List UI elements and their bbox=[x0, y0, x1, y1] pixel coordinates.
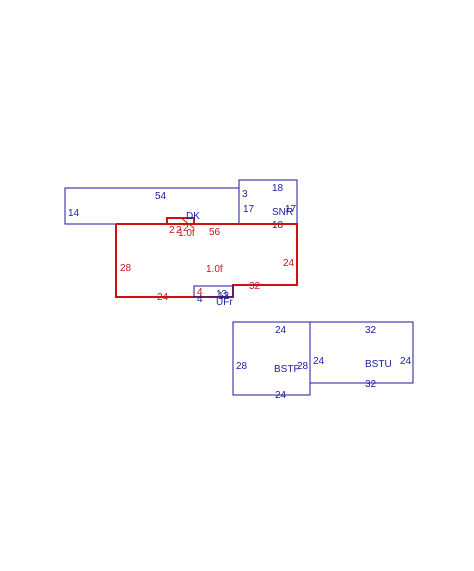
main-top-label: 1.0f bbox=[178, 228, 195, 239]
ufr-room bbox=[193, 285, 234, 298]
bstu-top-dim: 32 bbox=[365, 325, 377, 336]
bstf-label: BSTF bbox=[274, 364, 300, 375]
bstu-left-dim: 24 bbox=[313, 356, 325, 367]
dk-label: DK bbox=[186, 211, 200, 222]
ufr-right-dim-b: 13 bbox=[218, 291, 230, 302]
ufr-label: UFr bbox=[216, 297, 233, 308]
bstu-bottom-dim: 32 bbox=[365, 379, 377, 390]
bstf-left-dim: 28 bbox=[236, 361, 248, 372]
snr-label: SNR bbox=[272, 207, 293, 218]
stair-dim-b: 2 bbox=[176, 225, 182, 236]
snr-bottom-dim: 18 bbox=[272, 220, 284, 231]
bstf-right-dim: 28 bbox=[297, 361, 309, 372]
ufr-left-top: 4 bbox=[197, 287, 203, 298]
bstu-room bbox=[309, 321, 414, 384]
stair-dim-a: 2 bbox=[169, 225, 175, 236]
main-bottom-dim: 24 bbox=[157, 292, 169, 303]
main-right-dim: 24 bbox=[283, 258, 295, 269]
stair-dim-c: 2 bbox=[183, 223, 189, 234]
top-left-room-top-dim: 54 bbox=[155, 191, 167, 202]
main-top-dim: 56 bbox=[209, 227, 221, 238]
ufr-right-dim: 13 bbox=[216, 289, 228, 300]
top-left-room bbox=[64, 187, 240, 225]
bstu-label: BSTU bbox=[365, 359, 392, 370]
main-left-dim: 28 bbox=[120, 263, 132, 274]
snr-step-dim: 3 bbox=[242, 189, 248, 200]
main-center-label: 1.0f bbox=[206, 264, 223, 275]
dk-outline bbox=[166, 217, 195, 224]
top-left-room-left-dim: 14 bbox=[68, 208, 80, 219]
bstf-bottom-dim: 24 bbox=[275, 390, 287, 401]
bstu-right-dim: 24 bbox=[400, 356, 412, 367]
snr-left-dim: 17 bbox=[243, 204, 255, 215]
bstf-top-dim: 24 bbox=[275, 325, 287, 336]
snr-top-dim: 18 bbox=[272, 183, 284, 194]
ufr-left-bottom: 4 bbox=[197, 294, 203, 305]
main-step-dim: 32 bbox=[249, 281, 261, 292]
snr-right-dim: 17 bbox=[285, 204, 297, 215]
bstf-room bbox=[232, 321, 311, 396]
main-floor-outline bbox=[115, 223, 298, 298]
dk-stair-line bbox=[180, 217, 195, 229]
